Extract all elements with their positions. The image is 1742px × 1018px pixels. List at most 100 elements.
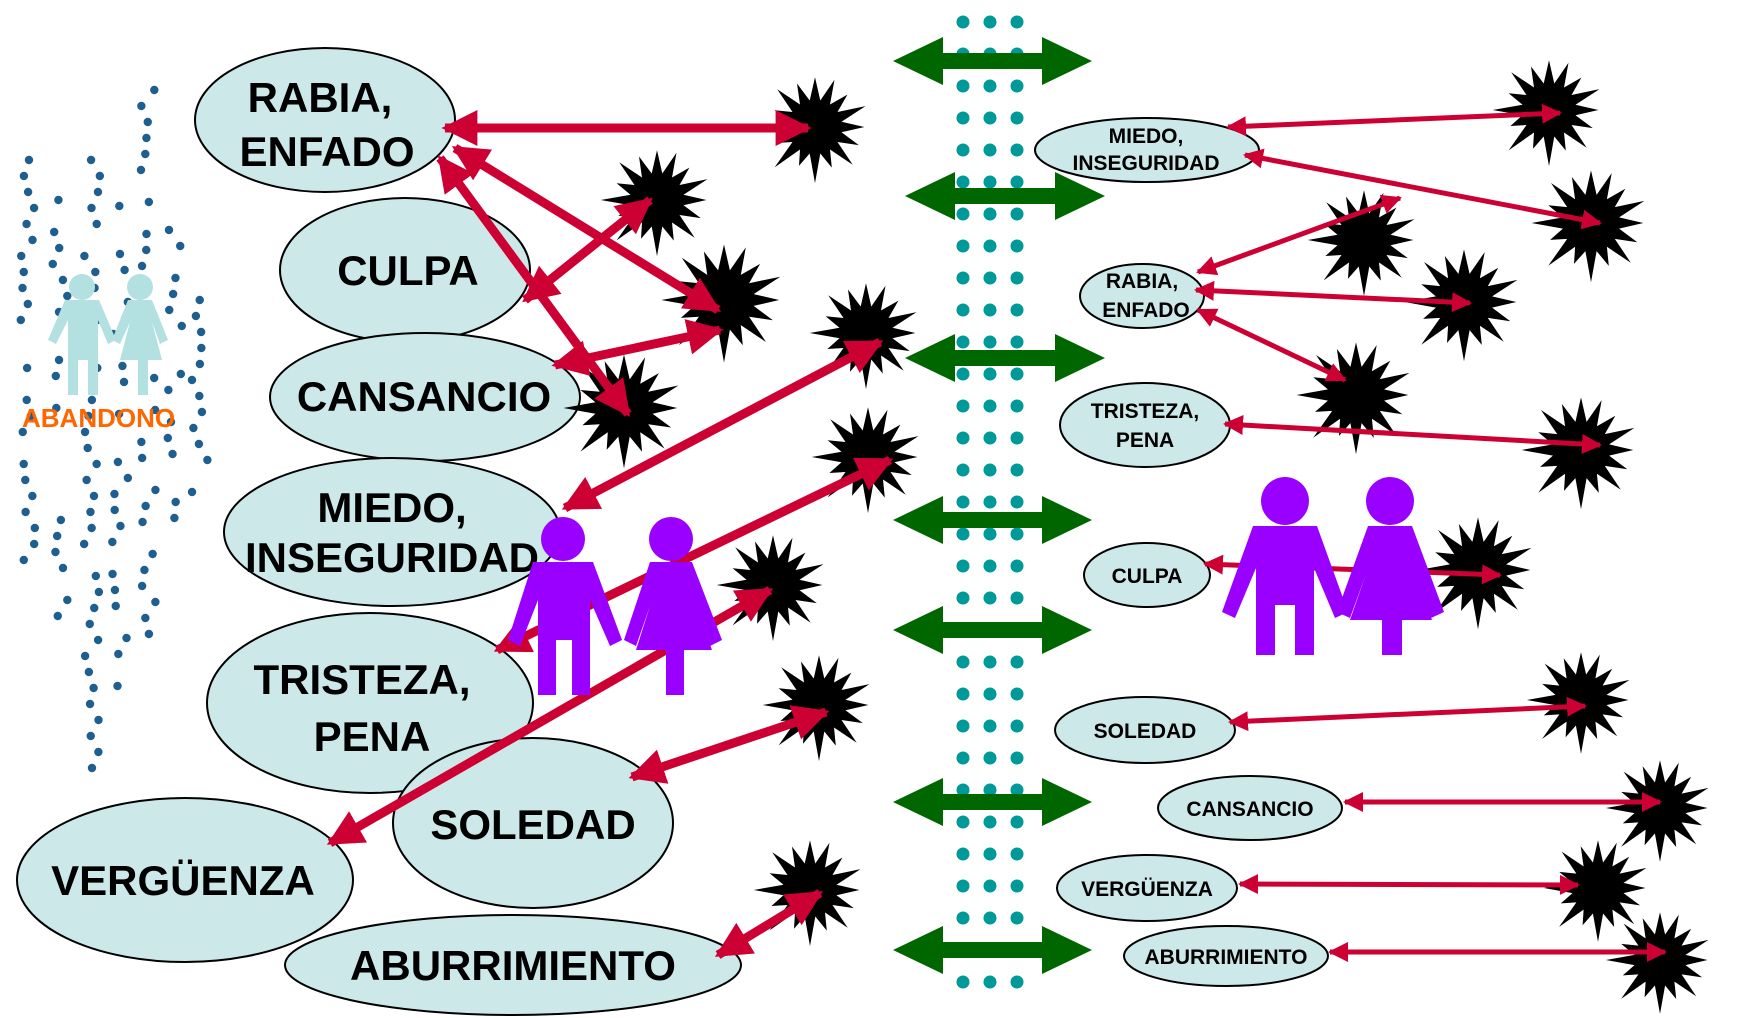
center-dot <box>1010 431 1024 445</box>
center-dot <box>956 655 970 669</box>
burst-shape <box>600 150 708 257</box>
center-dot <box>983 207 997 221</box>
center-dot <box>983 303 997 317</box>
center-dot <box>1010 15 1024 29</box>
scatter-dot <box>94 715 103 725</box>
left-culpa-label: CULPA <box>337 247 479 294</box>
green-double-arrow <box>893 606 1092 654</box>
red-double-arrow <box>1194 280 1472 313</box>
scatter-dot <box>21 507 30 517</box>
center-dot <box>1010 463 1024 477</box>
right-verguenza-label: VERGÜENZA <box>1081 878 1213 901</box>
scatter-dot <box>195 295 204 305</box>
scatter-dot <box>177 321 186 331</box>
red-double-arrow <box>1238 874 1580 895</box>
scatter-dot <box>19 555 28 565</box>
green-double-arrow <box>893 496 1092 544</box>
scatter-dot <box>176 241 185 251</box>
scatter-dot <box>86 731 95 741</box>
center-dot <box>1010 143 1024 157</box>
center-dot <box>1010 335 1024 349</box>
burst-shape <box>1605 912 1709 1014</box>
couple-figure-left <box>48 274 168 395</box>
center-dot <box>956 879 970 893</box>
scatter-dot <box>18 427 27 437</box>
scatter-dot <box>89 491 99 501</box>
center-dot <box>983 495 997 509</box>
center-dot <box>956 527 970 541</box>
scatter-dot <box>137 453 147 463</box>
scatter-dot <box>24 155 34 165</box>
scatter-dot <box>143 117 152 127</box>
right-ellipse-rabia: RABIA, ENFADO <box>1079 263 1205 329</box>
center-dot <box>983 719 997 733</box>
center-dot <box>1010 815 1024 829</box>
scatter-dot <box>17 251 26 261</box>
left-rabia-line1: RABIA, <box>248 74 393 121</box>
burst-shape <box>1543 840 1647 942</box>
scatter-dot <box>136 165 146 175</box>
burst-shape <box>661 244 781 363</box>
scatter-dot <box>90 603 99 613</box>
scatter-dot <box>86 155 96 165</box>
center-dot <box>956 367 970 381</box>
scatter-dot <box>110 505 119 515</box>
scatter-dot <box>176 369 186 379</box>
scatter-dot <box>137 261 147 271</box>
red-double-arrow <box>1226 103 1562 137</box>
center-dot <box>1010 111 1024 125</box>
scatter-dot <box>122 633 131 643</box>
scatter-dot <box>108 569 117 579</box>
center-dot <box>956 143 970 157</box>
scatter-dot <box>171 273 180 283</box>
right-ellipse-aburrimiento: ABURRIMIENTO <box>1123 925 1329 987</box>
scatter-dot <box>111 601 120 611</box>
scatter-dot <box>58 563 68 573</box>
scatter-dot <box>148 549 157 559</box>
center-dot <box>956 335 970 349</box>
scatter-dot <box>114 649 123 659</box>
center-dot <box>983 527 997 541</box>
scatter-dot <box>19 459 28 469</box>
left-miedo-line1: MIEDO, <box>317 484 466 531</box>
scatter-dot <box>54 195 63 205</box>
scatter-dot <box>142 229 151 239</box>
scatter-dot <box>49 227 59 237</box>
red-double-arrow <box>1243 148 1602 230</box>
scatter-dot <box>168 289 178 299</box>
center-dot <box>1010 847 1024 861</box>
right-soledad-label: SOLEDAD <box>1094 720 1197 743</box>
red-double-arrow <box>522 196 653 304</box>
scatter-dot <box>163 433 173 443</box>
right-ellipse-culpa: CULPA <box>1083 542 1211 608</box>
scatter-dot <box>138 517 147 527</box>
scatter-dot <box>26 411 35 421</box>
center-dot <box>1010 783 1024 797</box>
scatter-dot <box>95 171 105 181</box>
green-double-arrow <box>905 334 1105 382</box>
center-dot <box>983 687 997 701</box>
left-ellipse-culpa: CULPA <box>279 197 531 343</box>
burst-shape <box>1296 342 1410 455</box>
scatter-dot <box>91 267 100 277</box>
scatter-dot <box>84 411 93 421</box>
scatter-dot <box>203 455 212 465</box>
right-ellipse-verguenza: VERGÜENZA <box>1056 854 1238 922</box>
burst-shape <box>1521 397 1635 510</box>
scatter-dot <box>84 667 94 677</box>
scatter-dot <box>94 587 104 597</box>
center-dot <box>983 847 997 861</box>
left-soledad-label: SOLEDAD <box>430 801 635 848</box>
center-dot <box>983 559 997 573</box>
green-arrows <box>893 37 1105 974</box>
center-dot <box>983 815 997 829</box>
scatter-dot <box>196 327 206 337</box>
center-dot <box>983 111 997 125</box>
scatter-dot <box>55 243 64 253</box>
scatter-dot <box>115 249 125 259</box>
scatter-dot <box>150 405 160 415</box>
scatter-dot <box>113 457 123 467</box>
center-dot <box>956 751 970 765</box>
scatter-dot <box>91 571 101 581</box>
scatter-dot <box>30 523 40 533</box>
